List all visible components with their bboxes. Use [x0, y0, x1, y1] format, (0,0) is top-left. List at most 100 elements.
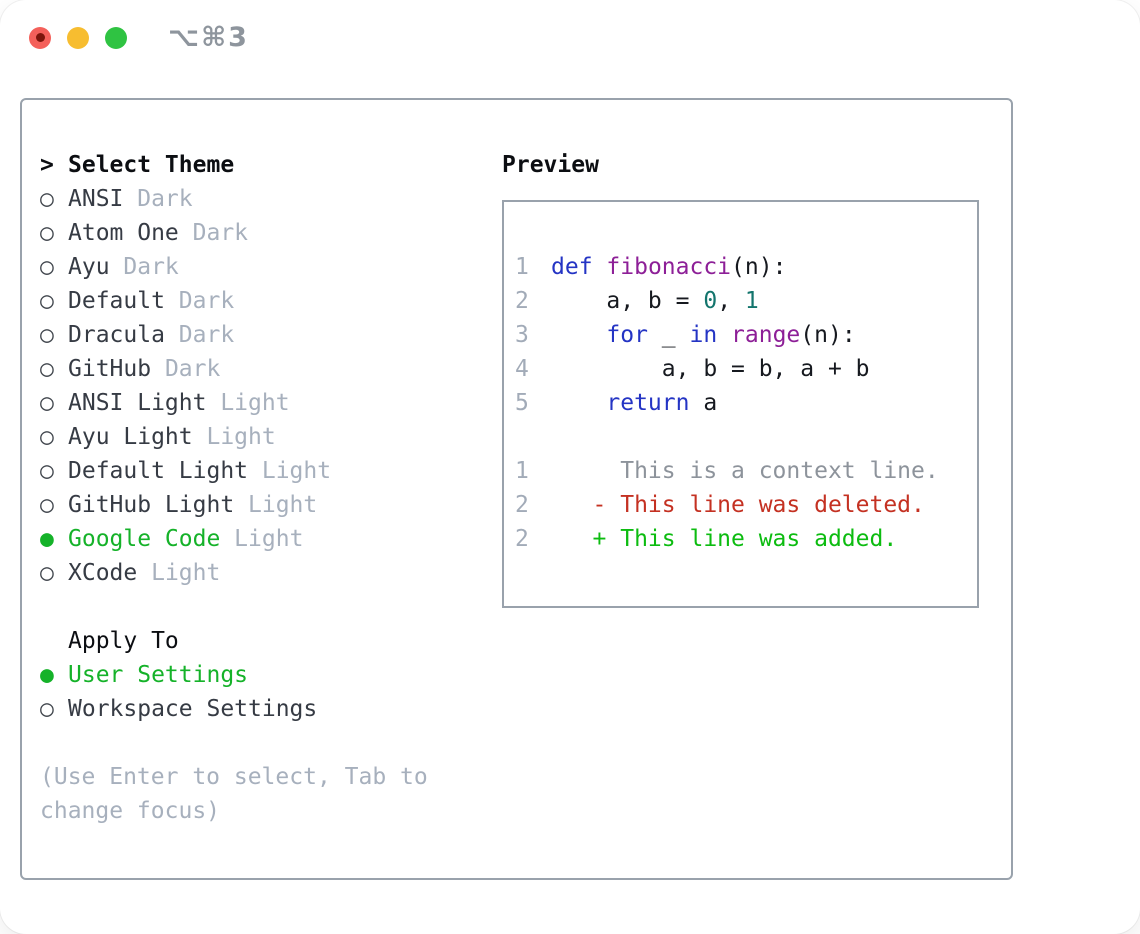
diff-text: This is a context line. — [551, 458, 939, 484]
theme-name: XCode — [68, 560, 138, 586]
code-line: 5 return a — [515, 386, 977, 420]
line-number: 2 — [515, 492, 529, 518]
theme-option[interactable]: ○ Atom One Dark — [40, 216, 502, 250]
help-text: (Use Enter to select, Tab to change focu… — [40, 764, 428, 824]
radio-icon: ○ — [40, 424, 54, 450]
apply-to-options: ● User Settings ○Workspace Settings — [40, 658, 502, 726]
code-line: 3 for _ in range(n): — [515, 318, 977, 352]
theme-option[interactable]: ○Default Light Light — [40, 454, 502, 488]
theme-variant: Dark — [123, 186, 193, 212]
code-token: (n): — [800, 322, 856, 348]
code-line: 1 def fibonacci(n): — [515, 250, 977, 284]
code-token: a, b = b, a + b — [551, 356, 870, 382]
theme-name: GitHub — [68, 356, 152, 382]
code-token: a — [689, 390, 718, 416]
theme-option[interactable]: ○Default Dark — [40, 284, 502, 318]
main-panel: >Select Theme ○ANSI Dark○Atom One Dark○A… — [20, 98, 1013, 880]
code-token: return — [606, 390, 690, 416]
theme-option[interactable]: ○ GitHub Light Light — [40, 488, 502, 522]
theme-variant: Light — [192, 424, 276, 450]
code-token — [717, 322, 731, 348]
radio-icon: ○ — [40, 288, 54, 314]
theme-name: Dracula — [68, 322, 165, 348]
zoom-button[interactable] — [105, 26, 127, 49]
theme-name: ANSI Light — [68, 390, 207, 416]
theme-variant: Light — [234, 492, 318, 518]
theme-name: ANSI — [68, 186, 124, 212]
code-token — [551, 322, 606, 348]
code-token: range — [731, 322, 801, 348]
traffic-lights — [29, 26, 127, 49]
theme-list-heading: Select Theme — [68, 152, 235, 178]
theme-option[interactable]: ○ XCode Light — [40, 556, 502, 590]
close-button[interactable] — [29, 26, 51, 49]
diff-text: - This line was deleted. — [551, 492, 925, 518]
code-token: , — [717, 288, 745, 314]
line-number: 1 — [515, 254, 529, 280]
apply-option-label: User Settings — [68, 662, 249, 688]
radio-icon: ● — [40, 526, 54, 552]
apply-option-label: Workspace Settings — [68, 696, 318, 722]
code-token: 1 — [744, 288, 759, 314]
code-token: fibonacci — [606, 254, 732, 280]
radio-icon: ○ — [40, 560, 54, 586]
code-token — [551, 390, 606, 416]
cursor-icon: > — [40, 152, 54, 178]
radio-icon: ○ — [40, 492, 54, 518]
diff-line: 2 - This line was deleted. — [515, 488, 977, 522]
code-token: (n): — [731, 254, 787, 280]
diff-text: + This line was added. — [551, 526, 898, 552]
theme-variant: Dark — [151, 356, 221, 382]
theme-variant: Light — [220, 526, 304, 552]
theme-option[interactable]: ○ GitHub Dark — [40, 352, 502, 386]
apply-option[interactable]: ○Workspace Settings — [40, 692, 502, 726]
line-number: 4 — [515, 356, 529, 382]
code-token: def — [551, 254, 593, 280]
code-line: 2 a, b = 0, 1 — [515, 284, 977, 318]
line-number: 5 — [515, 390, 529, 416]
theme-option[interactable]: ○Ayu Dark — [40, 250, 502, 284]
theme-option[interactable]: ○ Dracula Dark — [40, 318, 502, 352]
theme-option[interactable]: ● Google Code Light — [40, 522, 502, 556]
line-number: 2 — [515, 526, 529, 552]
theme-name: Atom One — [68, 220, 179, 246]
theme-variant: Light — [206, 390, 290, 416]
theme-option[interactable]: ○ ANSI Dark — [40, 182, 502, 216]
apply-option[interactable]: ● User Settings — [40, 658, 502, 692]
theme-name: GitHub Light — [68, 492, 235, 518]
blank-line — [515, 420, 977, 454]
theme-option[interactable]: ○ ANSI Light Light — [40, 386, 502, 420]
minimize-button[interactable] — [67, 26, 89, 49]
theme-name: Default — [68, 288, 165, 314]
diff-line: 2 + This line was added. — [515, 522, 977, 556]
theme-name: Google Code — [68, 526, 221, 552]
radio-icon: ○ — [40, 356, 54, 382]
theme-variant: Dark — [164, 322, 235, 348]
radio-icon: ○ — [40, 390, 54, 416]
theme-variant: Light — [137, 560, 221, 586]
code-token — [593, 254, 607, 280]
preview-heading: Preview — [502, 152, 599, 178]
code-token: _ — [647, 322, 690, 348]
radio-icon: ● — [40, 662, 54, 688]
theme-variant: Dark — [178, 220, 249, 246]
radio-icon: ○ — [40, 220, 54, 246]
line-number: 3 — [515, 322, 529, 348]
apply-to-section: Apply To ●User Settings○Workspace Settin… — [40, 624, 502, 726]
radio-icon: ○ — [40, 186, 54, 212]
theme-list-heading-row: > Select Theme — [40, 148, 502, 182]
code-token: for — [606, 322, 648, 348]
radio-icon: ○ — [40, 458, 54, 484]
theme-option[interactable]: ○ Ayu Light Light — [40, 420, 502, 454]
theme-name: Ayu Light — [68, 424, 193, 450]
line-number: 1 — [515, 458, 529, 484]
code-token: 0 — [703, 288, 718, 314]
code-token: a, b = — [551, 288, 704, 314]
code-token: in — [689, 322, 718, 348]
left-column: >Select Theme ○ANSI Dark○Atom One Dark○A… — [40, 148, 502, 828]
radio-icon: ○ — [40, 322, 54, 348]
theme-name: Ayu — [68, 254, 110, 280]
